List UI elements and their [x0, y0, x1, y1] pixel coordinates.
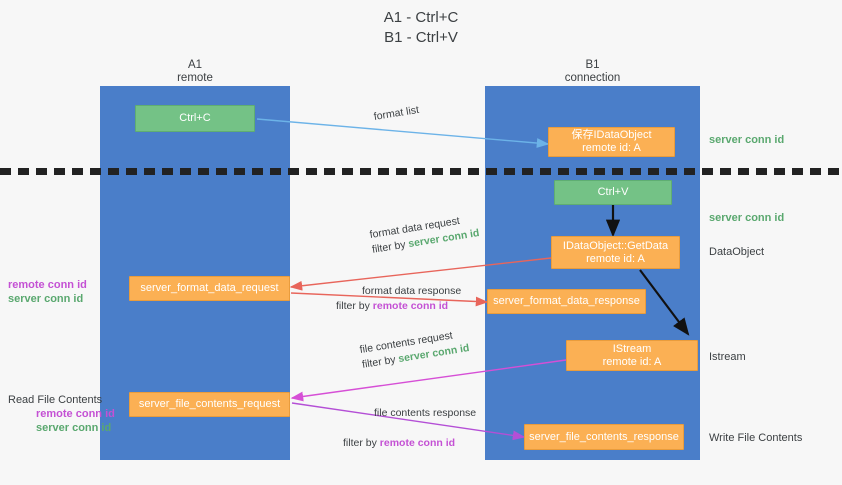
left-note-read-file-heading: Read File Contents [8, 394, 103, 406]
left-note-format-conn-ids: remote conn id server conn id [8, 278, 87, 306]
edge-file-resp-line1: file contents response [374, 407, 477, 419]
left-note-format-remote: remote conn id [8, 279, 87, 291]
page-title: A1 - Ctrl+C B1 - Ctrl+V [0, 8, 842, 48]
node-file-req-label: server_file_contents_request [138, 398, 281, 410]
left-note-read-file-contents: Read File Contents remote conn id server… [8, 393, 115, 435]
node-file-resp-label: server_file_contents_response [529, 430, 679, 443]
right-note-server-conn-id-mid: server conn id [709, 212, 785, 224]
lane-b1-sub: connection [564, 72, 621, 84]
edge-label-format-list-text: format list [372, 103, 420, 123]
node-ctrl-c[interactable]: Ctrl+C [135, 105, 255, 132]
right-note-server-conn-id-top: server conn id [709, 134, 785, 146]
node-istream[interactable]: IStream remote id: A [566, 340, 698, 371]
edge-fmt-resp-filter-value: remote conn id [372, 300, 449, 312]
node-server-file-contents-response[interactable]: server_file_contents_response [524, 424, 684, 450]
node-ctrl-v[interactable]: Ctrl+V [554, 180, 672, 205]
edge-file-resp-filter: filter by remote conn id [343, 421, 476, 451]
node-save-idataobject[interactable]: 保存IDataObject remote id: A [548, 127, 675, 157]
edge-fmt-resp-filter: filter by remote conn id [336, 299, 461, 314]
edge-file-resp-filter-value: remote conn id [379, 437, 456, 449]
node-ctrl-v-label: Ctrl+V [597, 186, 629, 198]
edge-label-format-data-response: format data response filter by remote co… [336, 284, 461, 314]
edge-label-file-contents-request: file contents request filter by server c… [359, 326, 471, 373]
right-note-write-file-contents: Write File Contents [709, 432, 803, 444]
title-line-1: A1 - Ctrl+C [383, 9, 459, 26]
node-istream-line2: remote id: A [602, 355, 662, 368]
node-istream-line1: IStream [612, 342, 652, 355]
right-note-dataobject: DataObject [709, 246, 765, 258]
node-save-idataobject-line2: remote id: A [582, 142, 641, 154]
edge-fmt-resp-filter-prefix: filter by [336, 300, 373, 312]
edge-label-file-contents-response: file contents response filter by remote … [343, 406, 476, 451]
node-getdata-line1: IDataObject::GetData [562, 239, 669, 252]
node-getdata-line2: remote id: A [586, 252, 645, 265]
lane-b1-name: B1 [585, 59, 600, 71]
lane-a1-name: A1 [187, 59, 203, 71]
left-note-file-remote: remote conn id [36, 408, 115, 420]
node-save-idataobject-line1: 保存IDataObject [571, 129, 652, 141]
edge-fmt-resp-line1: format data response [362, 285, 462, 297]
left-note-format-server: server conn id [8, 293, 84, 305]
phase-divider [0, 168, 842, 175]
node-fmt-req-label: server_format_data_request [140, 282, 279, 294]
right-note-istream: Istream [709, 351, 746, 363]
lane-header-a1: A1 remote [100, 59, 290, 85]
edge-file-resp-filter-prefix: filter by [343, 437, 380, 449]
left-note-file-server: server conn id [36, 422, 112, 434]
node-fmt-resp-label: server_format_data_response [493, 295, 640, 307]
edge-label-format-data-request: format data request filter by server con… [369, 211, 481, 258]
node-idataobject-getdata[interactable]: IDataObject::GetData remote id: A [551, 236, 680, 269]
lane-a1-sub: remote [177, 72, 213, 84]
node-server-format-data-response[interactable]: server_format_data_response [487, 289, 646, 314]
lane-header-b1: B1 connection [485, 59, 700, 85]
node-server-format-data-request[interactable]: server_format_data_request [129, 276, 290, 301]
node-server-file-contents-request[interactable]: server_file_contents_request [129, 392, 290, 417]
edge-label-format-list: format list [373, 103, 420, 125]
node-ctrl-c-label: Ctrl+C [179, 112, 211, 124]
title-line-2: B1 - Ctrl+V [384, 29, 458, 46]
